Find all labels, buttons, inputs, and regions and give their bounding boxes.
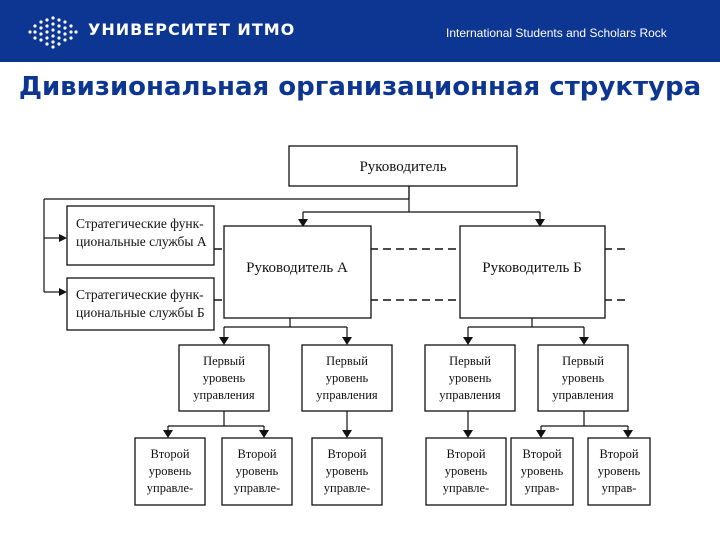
second-level-box: Второй уровень управ-	[510, 437, 574, 506]
strategic-service-box-a: Стратегические функ- циональные службы А	[66, 205, 215, 266]
brand-name: УНИВЕРСИТЕТ ИТМО	[88, 20, 296, 39]
first-level-box: Первый уровень управления	[301, 344, 393, 412]
header-tagline: International Students and Scholars Rock	[446, 26, 667, 40]
second-level-box: Второй уровень управле-	[134, 437, 206, 506]
second-level-line-1: Второй	[150, 447, 189, 461]
first-level-line-1: Первый	[562, 354, 604, 368]
head-label: Руководитель	[359, 159, 446, 175]
strategic-b-line-2: циональные службы Б	[76, 305, 205, 320]
strategic-service-box-b: Стратегические функ- циональные службы Б	[66, 277, 215, 331]
second-level-line-2: уровень	[326, 464, 369, 478]
division-b-label: Руководитель Б	[482, 260, 581, 276]
second-level-line-2: уровень	[598, 464, 641, 478]
second-level-line-3: управ-	[525, 481, 560, 495]
slide-title-area: Дивизиональная организационная структура	[0, 62, 720, 128]
first-level-line-2: уровень	[449, 371, 492, 385]
first-level-box: Первый уровень управления	[424, 344, 516, 412]
first-level-box: Первый уровень управления	[178, 344, 270, 412]
slide-title: Дивизиональная организационная структура	[18, 72, 702, 102]
second-level-line-3: управле-	[147, 481, 193, 495]
second-level-box: Второй уровень управле-	[311, 437, 383, 506]
first-level-box: Первый уровень управления	[537, 344, 629, 412]
second-level-line-1: Второй	[599, 447, 638, 461]
second-level-line-1: Второй	[237, 447, 276, 461]
second-level-box: Второй уровень управ-	[587, 437, 651, 506]
second-level-line-2: уровень	[521, 464, 564, 478]
first-level-line-1: Первый	[449, 354, 491, 368]
first-level-line-3: управления	[552, 388, 614, 402]
arrowheads	[59, 219, 633, 438]
second-level-line-2: уровень	[445, 464, 488, 478]
strategic-a-line-1: Стратегические функ-	[76, 216, 204, 231]
second-level-line-2: уровень	[236, 464, 279, 478]
second-level-line-2: уровень	[149, 464, 192, 478]
first-level-line-1: Первый	[203, 354, 245, 368]
first-level-line-3: управления	[316, 388, 378, 402]
first-level-line-3: управления	[193, 388, 255, 402]
second-level-line-3: управле-	[443, 481, 489, 495]
first-level-line-2: уровень	[203, 371, 246, 385]
strategic-a-line-2: циональные службы А	[76, 234, 207, 249]
second-level-line-3: управле-	[234, 481, 280, 495]
first-level-line-1: Первый	[326, 354, 368, 368]
first-level-line-2: уровень	[562, 371, 605, 385]
division-a-label: Руководитель А	[246, 260, 348, 276]
second-level-line-1: Второй	[446, 447, 485, 461]
first-level-line-3: управления	[439, 388, 501, 402]
strategic-b-line-1: Стратегические функ-	[76, 287, 204, 302]
second-level-line-1: Второй	[522, 447, 561, 461]
first-level-line-2: уровень	[326, 371, 369, 385]
second-level-box: Второй уровень управле-	[221, 437, 293, 506]
second-level-line-3: управ-	[602, 481, 637, 495]
second-level-box: Второй уровень управле-	[425, 437, 507, 506]
second-level-line-1: Второй	[327, 447, 366, 461]
division-box-a: Руководитель А	[223, 225, 372, 319]
second-level-line-3: управле-	[324, 481, 370, 495]
head-box: Руководитель	[288, 145, 518, 187]
itmo-dots-logo-icon	[28, 16, 78, 49]
division-box-b: Руководитель Б	[459, 225, 606, 319]
header-bar: УНИВЕРСИТЕТ ИТМО International Students …	[0, 0, 720, 62]
